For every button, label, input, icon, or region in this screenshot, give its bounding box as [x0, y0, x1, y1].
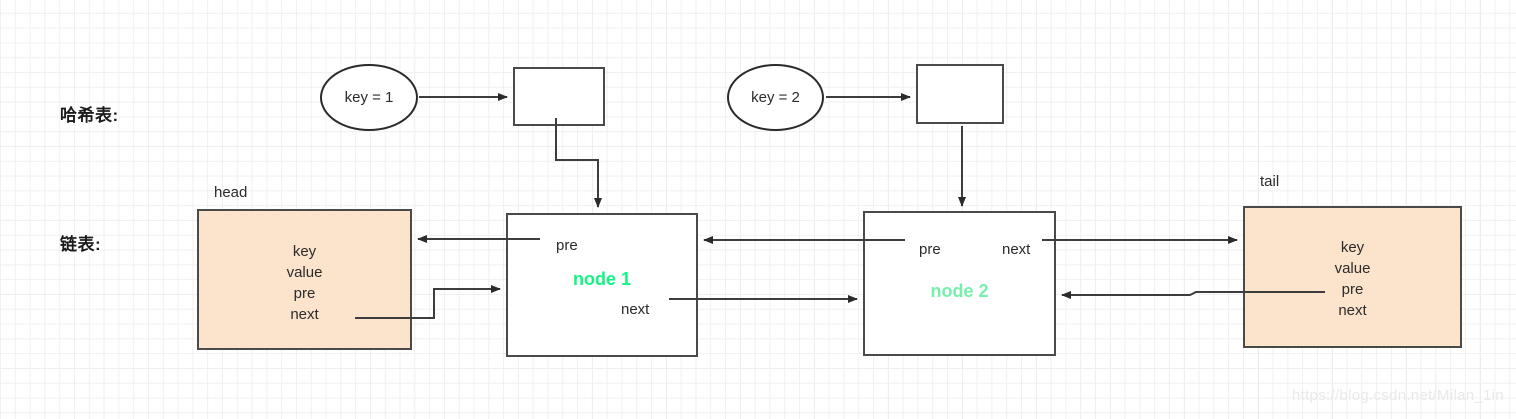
- list-node-2[interactable]: pre next node 2: [863, 211, 1056, 356]
- node1-title: node 1: [572, 269, 631, 289]
- node2-title: node 2: [930, 281, 989, 301]
- hash-key-ellipse-2[interactable]: key = 2: [727, 64, 824, 131]
- tail-field-value: value: [1334, 260, 1371, 277]
- list-node-head[interactable]: key value pre next: [197, 209, 412, 350]
- head-field-next: next: [290, 306, 319, 323]
- tail-label: tail: [1260, 173, 1280, 190]
- hash-key-ellipse-1[interactable]: key = 1: [320, 64, 418, 131]
- head-field-key: key: [292, 243, 317, 260]
- wire-bucket1-to-node1: [555, 118, 602, 208]
- node1-field-pre: pre: [556, 237, 578, 254]
- hash-bucket-box-2[interactable]: [916, 64, 1004, 124]
- list-node-tail[interactable]: key value pre next: [1243, 206, 1462, 348]
- node1-field-next: next: [621, 301, 650, 318]
- head-field-pre: pre: [293, 285, 316, 302]
- hash-bucket-box-1[interactable]: [513, 67, 605, 126]
- watermark: https://blog.csdn.net/Milan_1in: [1292, 387, 1504, 404]
- head-label: head: [214, 184, 248, 201]
- node2-field-pre: pre: [919, 241, 941, 258]
- tail-field-pre: pre: [1341, 281, 1364, 298]
- node2-field-next: next: [1002, 241, 1031, 258]
- row-label-hash-table: 哈希表:: [60, 106, 119, 125]
- row-label-linked-list: 链表:: [60, 235, 102, 254]
- tail-field-key: key: [1340, 239, 1365, 256]
- list-node-1[interactable]: pre node 1 next: [506, 213, 698, 357]
- head-field-value: value: [286, 264, 323, 281]
- tail-field-next: next: [1338, 302, 1367, 319]
